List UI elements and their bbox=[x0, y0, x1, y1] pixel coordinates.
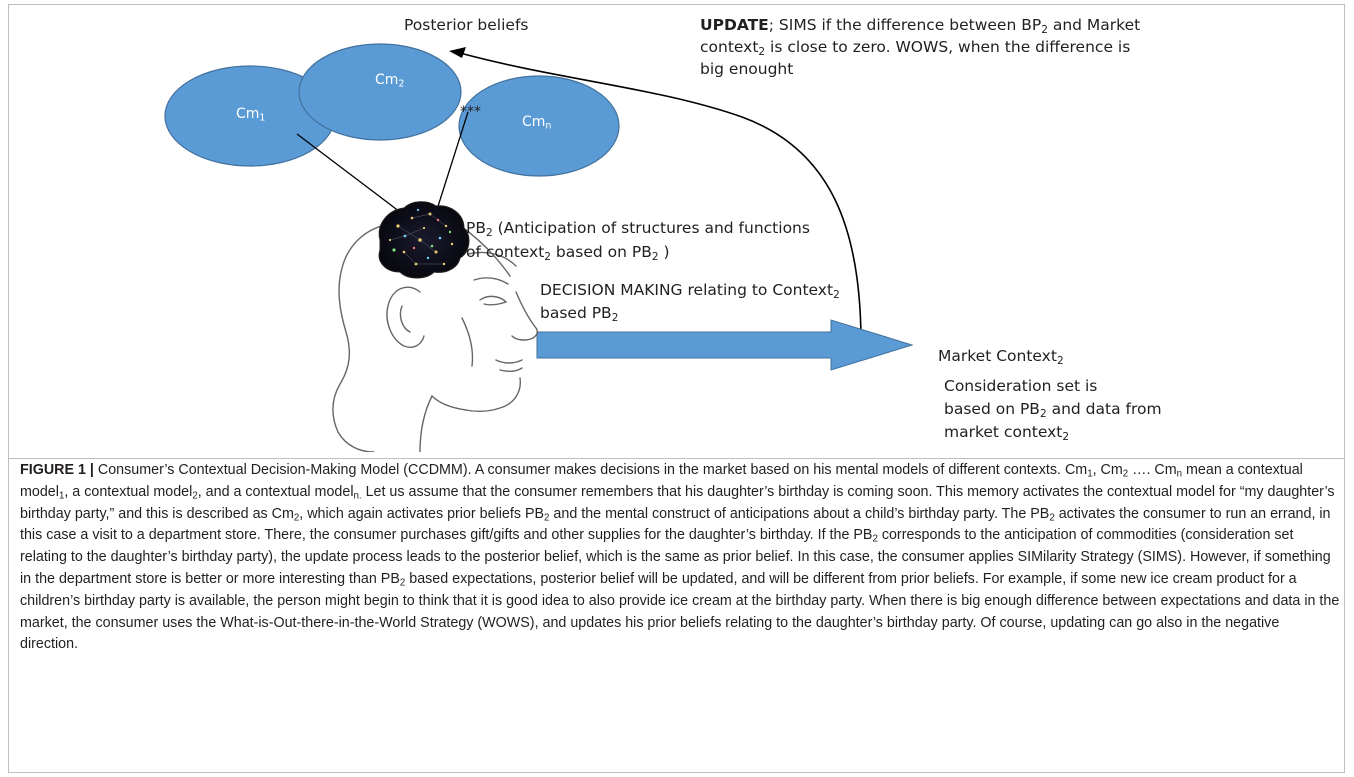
figure-frame bbox=[8, 4, 1345, 773]
pb2-note-line-1: PB2 (Anticipation of structures and func… bbox=[466, 219, 810, 239]
update-note-line-2: context2 is close to zero. WOWS, when th… bbox=[700, 38, 1131, 58]
decision-block-arrow bbox=[536, 319, 914, 371]
market-context-label: Market Context2 bbox=[938, 347, 1064, 367]
consideration-line-1: Consideration set is bbox=[944, 377, 1098, 395]
connector-line-cm2 bbox=[432, 111, 469, 223]
figure-label-separator: | bbox=[85, 462, 98, 478]
oval-label-cm2: Cm2 bbox=[375, 72, 405, 90]
figure-label: FIGURE 1 bbox=[20, 462, 86, 478]
pb2-note: PB2 (Anticipation of structures and func… bbox=[466, 216, 810, 264]
oval-cmn bbox=[458, 75, 620, 177]
decision-note-line-1: DECISION MAKING relating to Context2 bbox=[540, 281, 840, 301]
update-note: UPDATE; SIMS if the difference between B… bbox=[700, 14, 1140, 80]
posterior-beliefs-label: Posterior beliefs bbox=[404, 16, 529, 34]
update-curve-arrow bbox=[459, 52, 862, 339]
update-note-line-1: UPDATE; SIMS if the difference between B… bbox=[700, 16, 1141, 36]
asterisks-label: *** bbox=[460, 104, 481, 120]
pb2-note-line-2: of context2 based on PB2 ) bbox=[466, 243, 670, 263]
oval-label-cmn: Cmn bbox=[522, 114, 552, 132]
head-drawing bbox=[332, 222, 538, 452]
oval-cm2 bbox=[298, 43, 462, 141]
oval-label-cm1: Cm1 bbox=[236, 106, 266, 124]
diagram: Cm1 Cm2 Cmn *** Posterior beliefs UPDATE… bbox=[164, 14, 1162, 452]
consideration-set-note: Consideration set is based on PB2 and da… bbox=[944, 375, 1162, 444]
brain-illustration bbox=[378, 201, 470, 279]
decision-note-line-2: based PB2 bbox=[540, 304, 619, 324]
consideration-line-3: market context2 bbox=[944, 423, 1070, 443]
figure-caption: FIGURE 1 | Consumer’s Contextual Decisio… bbox=[20, 462, 1340, 653]
update-note-line-3: big enought bbox=[700, 60, 794, 78]
decision-making-note: DECISION MAKING relating to Context2 bas… bbox=[540, 279, 840, 325]
diagram-graphics bbox=[164, 43, 914, 452]
connector-line-cm1 bbox=[296, 133, 401, 213]
update-arrowhead bbox=[449, 47, 466, 58]
consideration-line-2: based on PB2 and data from bbox=[944, 400, 1162, 420]
caption-divider bbox=[9, 458, 1344, 481]
